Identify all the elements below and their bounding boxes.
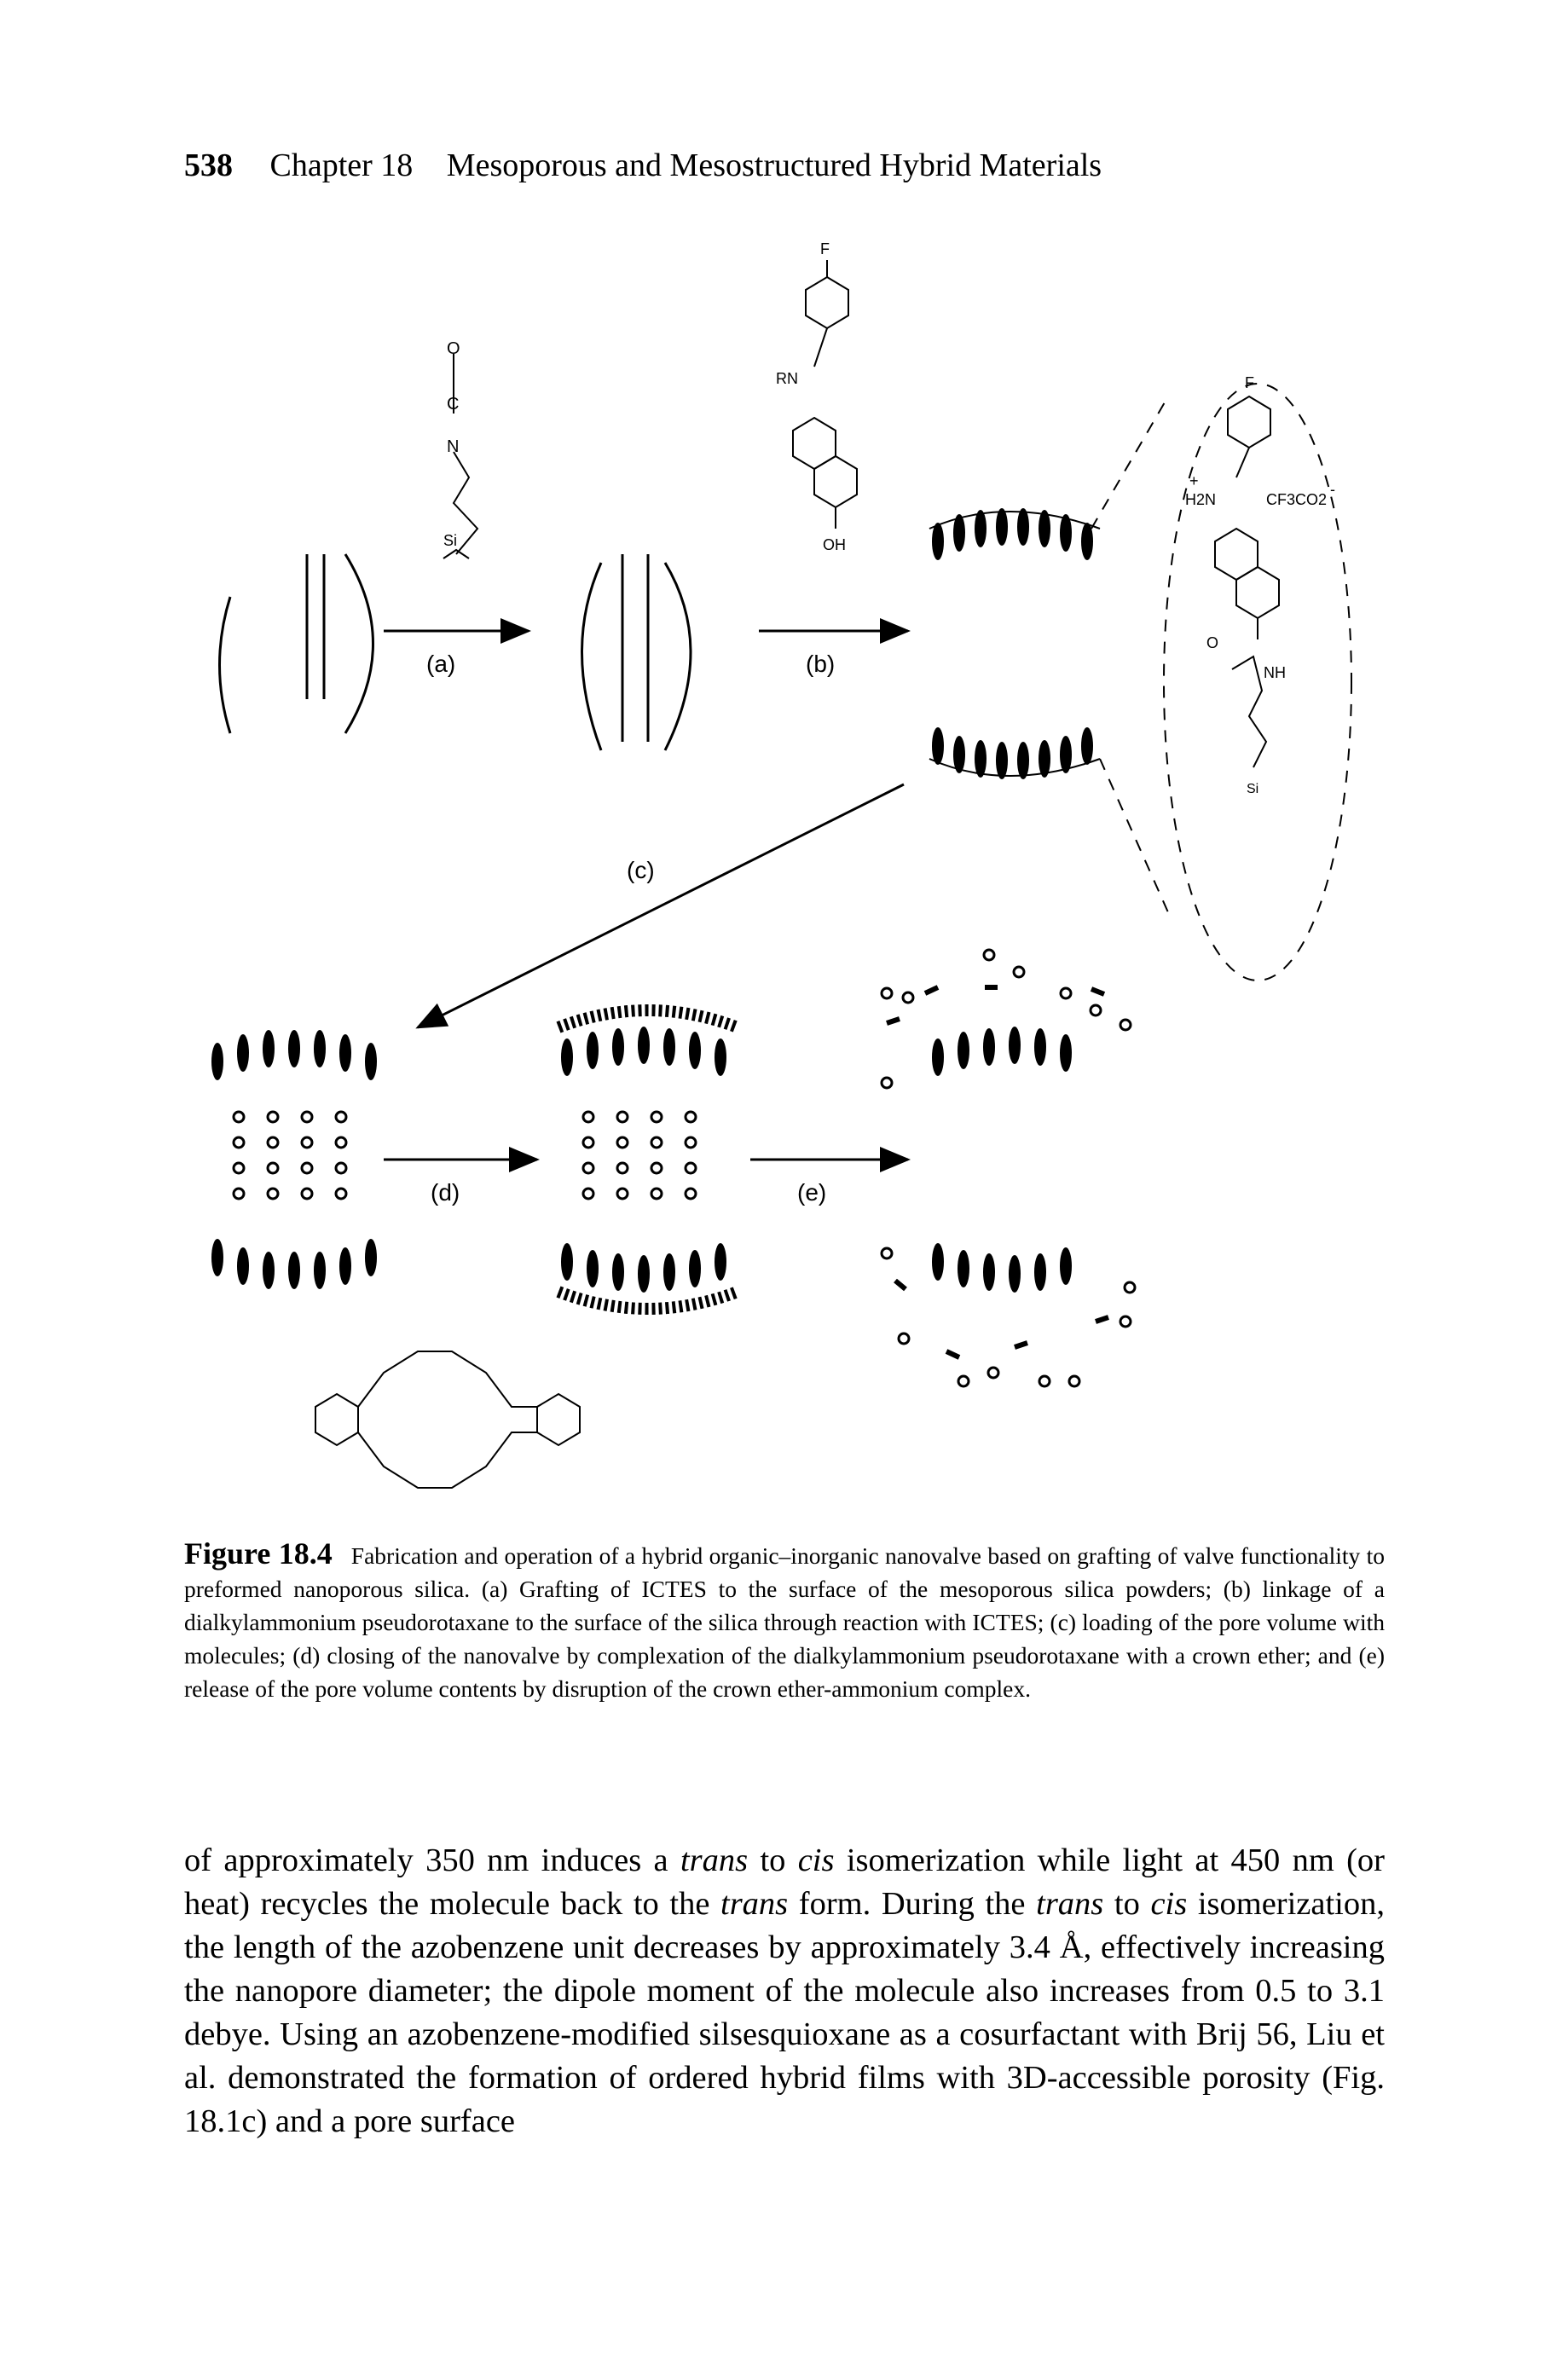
chem-label-rn: RN [776, 370, 798, 387]
body-italic: cis [1150, 1886, 1188, 1922]
body-italic: trans [680, 1842, 749, 1878]
callout-molecule [1214, 395, 1280, 768]
callout-label-minus: - [1330, 481, 1335, 498]
chem-label-n: N [447, 437, 459, 456]
functionalized-pore [929, 511, 1101, 777]
body-text: of approximately 350 nm induces a [184, 1842, 680, 1878]
callout-label-si: Si [1247, 782, 1258, 796]
step-label-a: (a) [426, 651, 455, 677]
body-text: isomerization, the length of the azobenz… [184, 1886, 1385, 2139]
closed-nanovalve [556, 1004, 740, 1315]
chem-label-c: C [447, 395, 459, 414]
chem-label-f: F [820, 240, 830, 257]
pseudorotaxane-molecule [792, 260, 858, 529]
valve-stalks-bottom [932, 727, 1093, 779]
step-label-c: (c) [627, 857, 655, 883]
ictes-molecule [443, 354, 479, 559]
body-text: isomerization while light at 450 nm (or … [184, 1842, 1385, 1922]
body-italic: trans [720, 1886, 789, 1922]
chem-label-oh: OH [823, 536, 846, 553]
callout-label-plus: + [1189, 472, 1199, 489]
body-text: to [1103, 1886, 1151, 1922]
caption-text: Fabrication and operation of a hybrid or… [184, 1542, 1385, 1702]
body-text: to [748, 1842, 798, 1878]
chapter-label: Chapter 18 [269, 148, 414, 183]
molecule-callout [1091, 383, 1352, 981]
callout-label-ammonium: H2N [1185, 491, 1216, 508]
step-label-e: (e) [797, 1179, 826, 1206]
running-header: 538 Chapter 18 Mesoporous and Mesostruct… [184, 147, 1102, 184]
step-label-d: (d) [431, 1179, 460, 1206]
bare-silica-pore [218, 553, 374, 734]
callout-label-counterion: CF3CO2 [1266, 491, 1327, 508]
chem-label-o: O [447, 339, 460, 358]
arrow-c [415, 783, 905, 1029]
valve-stalks-top [932, 508, 1093, 560]
crown-ether [315, 1351, 581, 1489]
callout-label-o: O [1206, 634, 1218, 651]
nanovalve-figure: O C N Si (a) F RN OH (b) [211, 240, 1352, 1489]
page-number: 538 [184, 148, 233, 183]
body-text: form. During the [788, 1886, 1037, 1922]
callout-label-f: F [1245, 374, 1254, 391]
chem-label-si: Si [443, 532, 457, 549]
body-italic: trans [1036, 1886, 1104, 1922]
chapter-title: Mesoporous and Mesostructured Hybrid Mat… [446, 148, 1102, 183]
callout-label-nh: NH [1264, 664, 1286, 681]
grafted-pore [581, 554, 692, 751]
released-pore [880, 948, 1137, 1388]
body-italic: cis [797, 1842, 835, 1878]
figure-label: Figure 18.4 [184, 1536, 333, 1571]
body-paragraph: of approximately 350 nm induces a trans … [184, 1839, 1385, 2143]
loaded-pore [211, 1030, 377, 1289]
step-label-b: (b) [806, 651, 835, 677]
